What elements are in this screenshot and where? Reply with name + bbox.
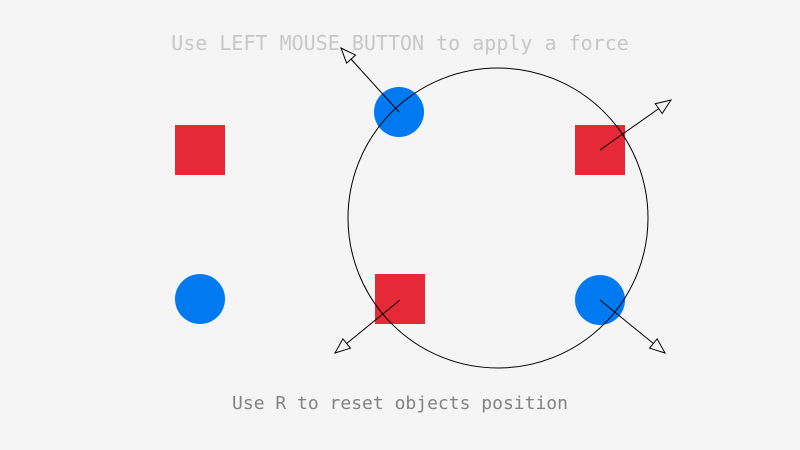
blue-ball-bottom-left[interactable] xyxy=(175,274,225,324)
force-arrow-top-center-head xyxy=(340,47,357,65)
red-box-bottom-center[interactable] xyxy=(375,274,425,324)
force-arrow-bottom-center-line xyxy=(346,299,401,344)
force-arrow-bottom-right-line xyxy=(599,299,654,344)
instruction-apply-force: Use LEFT MOUSE BUTTON to apply a force xyxy=(171,31,629,55)
force-arrow-bottom-center-head xyxy=(333,337,352,354)
force-arrow-bottom-right-head xyxy=(648,337,667,354)
boundary-circle xyxy=(347,67,649,369)
red-box-top-left[interactable] xyxy=(175,125,225,175)
force-arrow-top-center-line xyxy=(350,58,400,113)
force-arrow-top-right-head xyxy=(654,99,673,115)
instruction-reset-objects: Use R to reset objects position xyxy=(232,393,568,414)
force-arrow-top-right-line xyxy=(599,108,660,151)
